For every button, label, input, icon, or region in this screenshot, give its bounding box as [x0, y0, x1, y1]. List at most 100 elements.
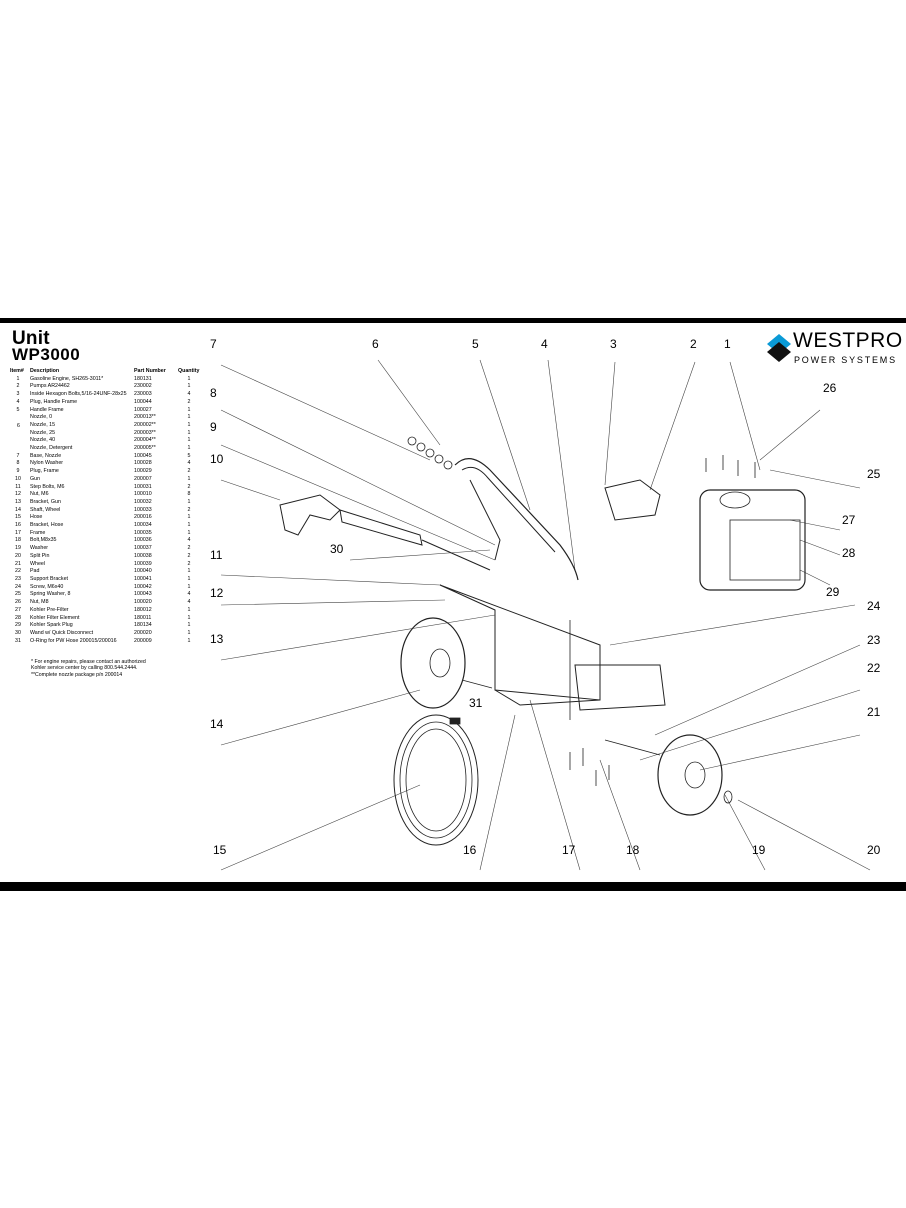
item-quantity: 2 — [187, 545, 191, 552]
col-part-number: Part Number — [134, 368, 166, 374]
item-quantity: 4 — [187, 391, 191, 398]
item-number: 1 — [16, 375, 20, 382]
item-description: Nozzle, 40 — [30, 437, 56, 444]
item-quantity: 4 — [187, 537, 191, 544]
item-part-number: 100035 — [134, 529, 152, 536]
item-part-number: 100037 — [134, 545, 152, 552]
item-part-number: 100029 — [134, 468, 152, 475]
callout-23: 23 — [867, 633, 881, 647]
item-quantity: 1 — [187, 614, 191, 621]
item-part-number: 100032 — [134, 498, 152, 505]
callout-22: 22 — [867, 661, 881, 675]
item-quantity: 1 — [187, 637, 191, 644]
item-quantity: 1 — [187, 622, 191, 629]
item-number: 23 — [15, 575, 21, 582]
item-part-number: 230003 — [134, 391, 152, 398]
item-quantity: 4 — [187, 591, 191, 598]
callout-15: 15 — [213, 843, 227, 857]
item-number: 25 — [15, 591, 21, 598]
item-description: Bracket, Gun — [30, 498, 61, 505]
item-description: Plug, Handle Frame — [30, 398, 78, 405]
item-quantity: 1 — [187, 498, 191, 505]
item-part-number: 100043 — [134, 591, 152, 598]
callout-31: 31 — [469, 696, 483, 710]
item-quantity: 1 — [187, 529, 191, 536]
item-part-number: 100020 — [134, 599, 152, 606]
item-description: Kohler Filter Element — [30, 614, 80, 621]
item-quantity: 1 — [187, 414, 191, 421]
item-quantity: 1 — [187, 522, 191, 529]
callout-9: 9 — [210, 420, 217, 434]
item-number: 3 — [16, 391, 20, 398]
item-quantity: 1 — [187, 583, 191, 590]
item-number: 5 — [16, 406, 20, 413]
item-number: 8 — [16, 460, 20, 467]
callout-16: 16 — [463, 843, 477, 857]
item-number: 18 — [15, 537, 21, 544]
model-title: WP3000 — [12, 345, 81, 364]
item-part-number: 100028 — [134, 460, 152, 467]
item-quantity: 1 — [187, 421, 191, 428]
item-part-number: 180012 — [134, 606, 152, 613]
callout-28: 28 — [842, 546, 856, 560]
callout-10: 10 — [210, 452, 224, 466]
item-part-number: 180011 — [134, 614, 152, 621]
parts-table: Item# Description Part Number Quantity 1… — [8, 368, 202, 645]
item-part-number: 180134 — [134, 622, 152, 629]
item-description: Pumps AR24462 — [30, 383, 70, 390]
callout-21: 21 — [867, 705, 881, 719]
item-quantity: 2 — [187, 468, 191, 475]
item-quantity: 1 — [187, 606, 191, 613]
item-number: 26 — [15, 599, 21, 606]
item-description: Bolt,M8x35 — [30, 537, 57, 544]
item-description: Split Pin — [30, 552, 50, 559]
table-row: 31 O-Ring for PW Hose 200015/200016 200009… — [8, 638, 202, 646]
item-description: Spring Washer, 8 — [30, 591, 71, 598]
item-quantity: 1 — [187, 475, 191, 482]
item-number: 22 — [15, 568, 21, 575]
item-part-number: 100031 — [134, 483, 152, 490]
bottom-border-bar — [0, 882, 906, 891]
item-quantity: 1 — [187, 437, 191, 444]
item-description: Pad — [30, 568, 40, 575]
item-description: Nozzle, 0 — [30, 414, 53, 421]
item-description: O-Ring for PW Hose 200015/200016 — [30, 637, 117, 644]
item-part-number: 100039 — [134, 560, 152, 567]
callout-3: 3 — [610, 337, 617, 351]
callout-6: 6 — [372, 337, 379, 351]
item-description: Support Bracket — [30, 575, 68, 582]
item-part-number: 200009 — [134, 637, 152, 644]
item-description: Kohler Spark Plug — [30, 622, 73, 629]
item-part-number: 180131 — [134, 375, 152, 382]
item-part-number: 200020 — [134, 629, 152, 636]
logo-tagline: POWER SYSTEMS — [794, 355, 897, 365]
item-quantity: 4 — [187, 460, 191, 467]
callout-24: 24 — [867, 599, 881, 613]
item-description: Gasoline Engine, SH265-3011* — [30, 375, 104, 382]
item-description: Plug, Frame — [30, 468, 59, 475]
callout-12: 12 — [210, 586, 224, 600]
item-quantity: 1 — [187, 514, 191, 521]
callout-18: 18 — [626, 843, 640, 857]
item-description: Nozzle, 15 — [30, 421, 56, 428]
item-part-number: 100034 — [134, 522, 152, 529]
callout-25: 25 — [867, 467, 881, 481]
callout-13: 13 — [210, 632, 224, 646]
logo-name: WESTPRO — [793, 329, 903, 352]
item-number: 31 — [15, 637, 21, 644]
